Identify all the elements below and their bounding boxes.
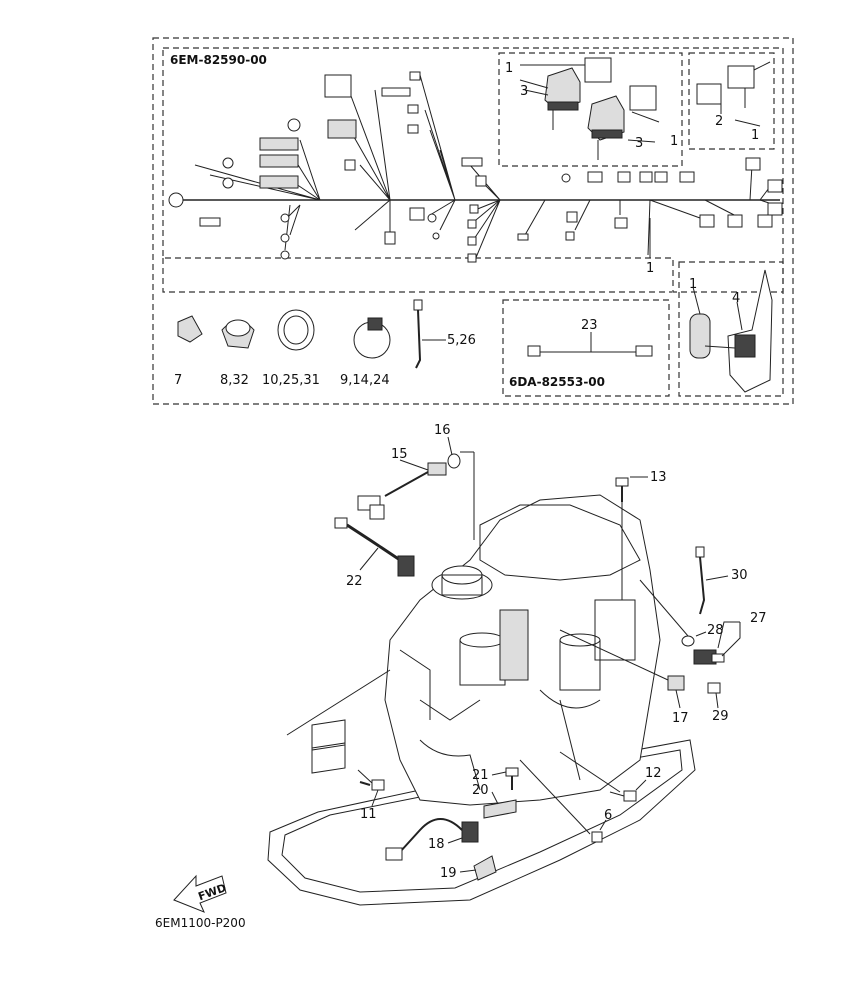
part-16-oring [447, 453, 461, 469]
callout-29: 29 [712, 709, 729, 724]
clamp-9-14-24 [353, 317, 391, 359]
relay-assembly [544, 57, 657, 160]
callout-17: 17 [672, 711, 689, 726]
callout-28: 28 [707, 623, 724, 638]
connector-subframe [688, 52, 775, 150]
callout-16: 16 [434, 423, 451, 438]
callout-19: 19 [440, 866, 457, 881]
figure-ref-code: 6EM1100-P200 [155, 916, 246, 930]
part-13-bolt [615, 477, 629, 600]
part-12-bolt [609, 790, 637, 802]
clamp-7 [177, 315, 203, 343]
main-harness-code: 6EM-82590-00 [170, 53, 267, 67]
sub-harness-frame [502, 299, 670, 397]
part-11-bolt [359, 779, 385, 791]
part-6-bolt [591, 831, 603, 843]
part-15-sensor [357, 462, 447, 520]
part-18-sensor [385, 818, 479, 861]
sensor-subframe [678, 261, 784, 397]
callout-18: 18 [428, 837, 445, 852]
fwd-arrow-icon: FWD [173, 874, 228, 913]
sub-harness-23 [527, 332, 653, 357]
callout-30: 30 [731, 568, 748, 583]
callout-11: 11 [360, 807, 377, 822]
engine-block [267, 494, 696, 906]
callout-6: 6 [604, 808, 612, 823]
clamp-8-32 [221, 319, 255, 349]
callout-1d: 1 [646, 261, 654, 276]
callout-3b: 3 [635, 136, 643, 151]
part-20-bracket [483, 799, 517, 819]
relay-subframe [498, 52, 683, 167]
callout-13: 13 [650, 470, 667, 485]
callout-23: 23 [581, 318, 598, 333]
callout-1a: 1 [505, 61, 513, 76]
callout-27: 27 [750, 611, 767, 626]
callout-9-14-24: 9,14,24 [340, 373, 390, 388]
clamp-10-25-31 [277, 309, 315, 351]
cable-tie-5-26 [413, 299, 446, 369]
sensor-assembly [689, 269, 773, 393]
callout-1c: 1 [751, 128, 759, 143]
part-22-sensor [334, 517, 415, 577]
wiring-harness [168, 71, 783, 263]
callout-1b: 1 [670, 134, 678, 149]
main-harness-frame-bottom [162, 258, 672, 293]
callout-2: 2 [715, 114, 723, 129]
part-30-cable-tie [695, 546, 706, 615]
harness-kit-frame [152, 37, 794, 405]
callout-7: 7 [174, 373, 182, 388]
callout-15: 15 [391, 447, 408, 462]
callout-8-32: 8,32 [220, 373, 249, 388]
part-27-sensor [681, 635, 725, 694]
part-19-gasket [473, 855, 497, 881]
main-harness-frame [162, 47, 784, 293]
connector-pair [696, 61, 771, 105]
callout-22: 22 [346, 574, 363, 589]
callout-20: 20 [472, 783, 489, 798]
callout-21: 21 [472, 768, 489, 783]
part-17-plug [667, 675, 685, 691]
callout-5-26: 5,26 [447, 333, 476, 348]
callout-3a: 3 [520, 84, 528, 99]
callout-4: 4 [732, 291, 740, 306]
callout-10-25-31: 10,25,31 [262, 373, 320, 388]
callout-1e: 1 [689, 277, 697, 292]
sub-harness-code: 6DA-82553-00 [509, 375, 605, 389]
callout-12: 12 [645, 766, 662, 781]
